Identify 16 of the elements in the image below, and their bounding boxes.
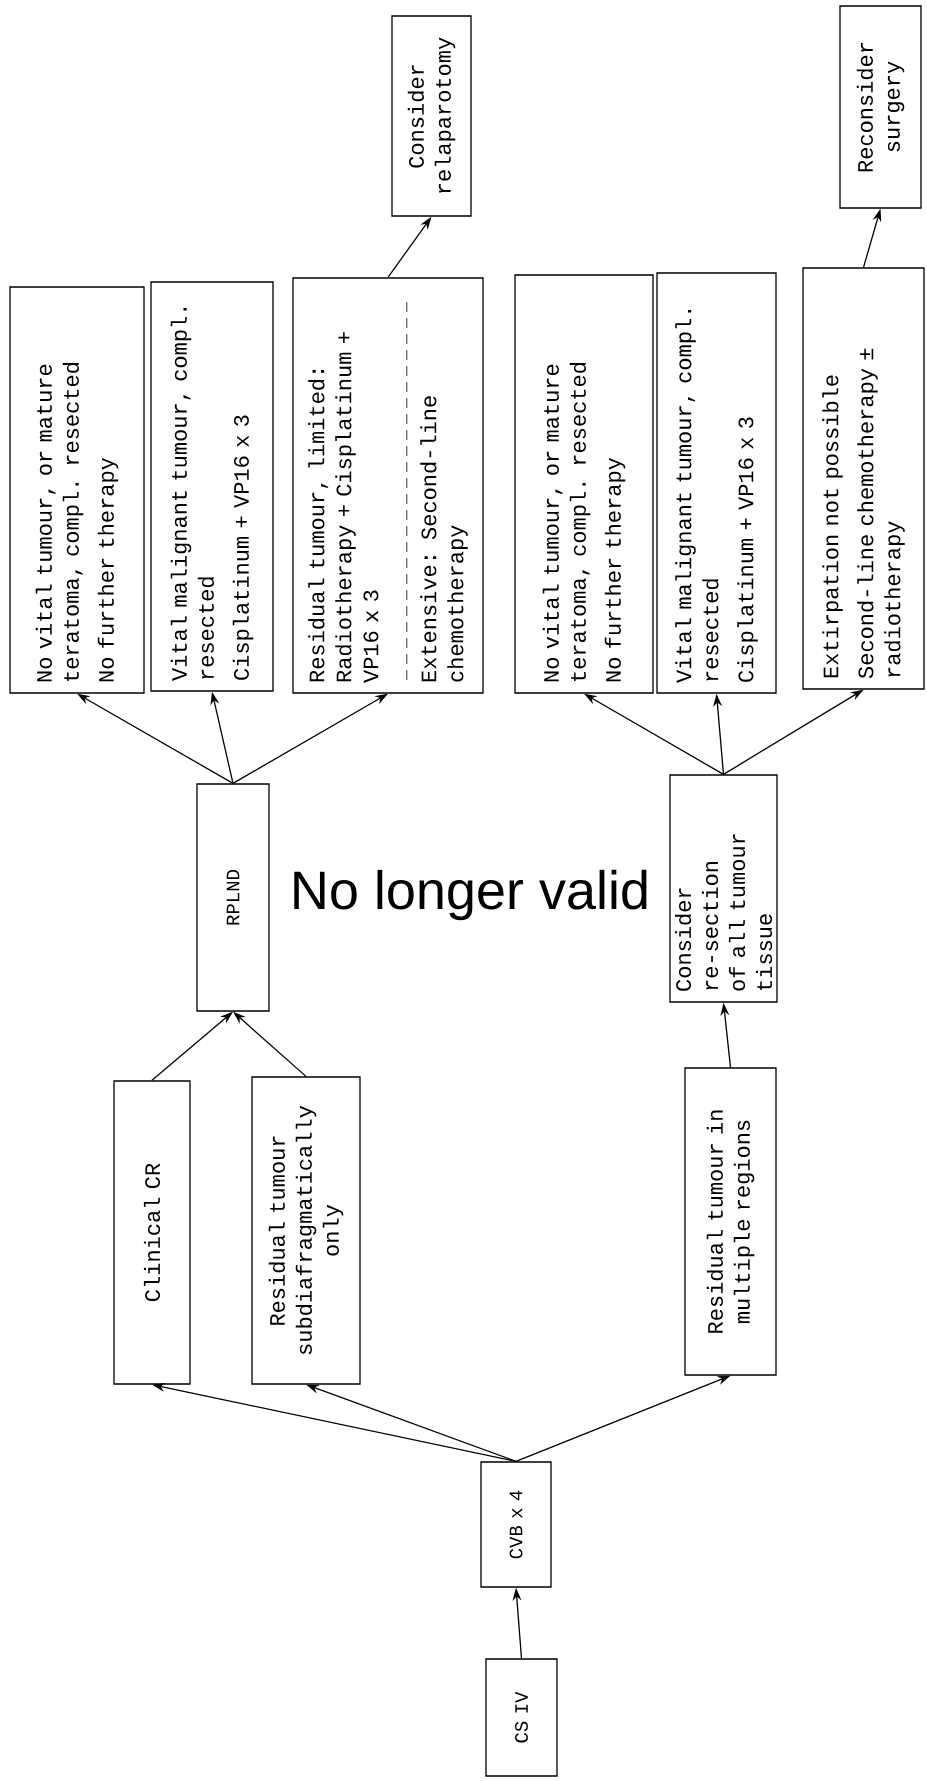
- process-box: Consider relaparotomy: [391, 15, 472, 217]
- process-box: CS IV: [485, 1658, 558, 1777]
- process-box: Residual tumour subdiafragmatically only: [251, 1076, 361, 1385]
- process-box: Residual tumour in multiple regions: [684, 1067, 777, 1376]
- process-box: Consider re-section of all tumour tissue: [669, 774, 778, 1003]
- process-box: Reconsider surgery: [839, 5, 922, 209]
- process-box: Vital malignant tumour, compl. resected Cisplatinum + VP16 x 3: [150, 281, 274, 692]
- process-box: No vital tumour, or mature teratoma, compl. resected No further therapy: [9, 286, 145, 694]
- process-box: Clinical CR: [113, 1080, 191, 1385]
- stamp-text: No longer valid: [294, 869, 647, 921]
- process-box: RPLND: [196, 783, 270, 1012]
- process-box: Vital malignant tumour, compl. resected Cisplatinum + VP16 x 3: [656, 272, 777, 694]
- process-box: Residual tumour, limited: Radiotherapy + Cisplatinum + VP16 x 3 Extensive: Second-line chemotherapy: [292, 277, 484, 694]
- process-box: CVB x 4: [480, 1461, 552, 1588]
- process-box: No vital tumour, or mature teratoma, compl. resected No further therapy: [514, 274, 654, 694]
- process-box: Extirpation not possible Second-line chemotherapy ± radiotherapy: [802, 267, 925, 690]
